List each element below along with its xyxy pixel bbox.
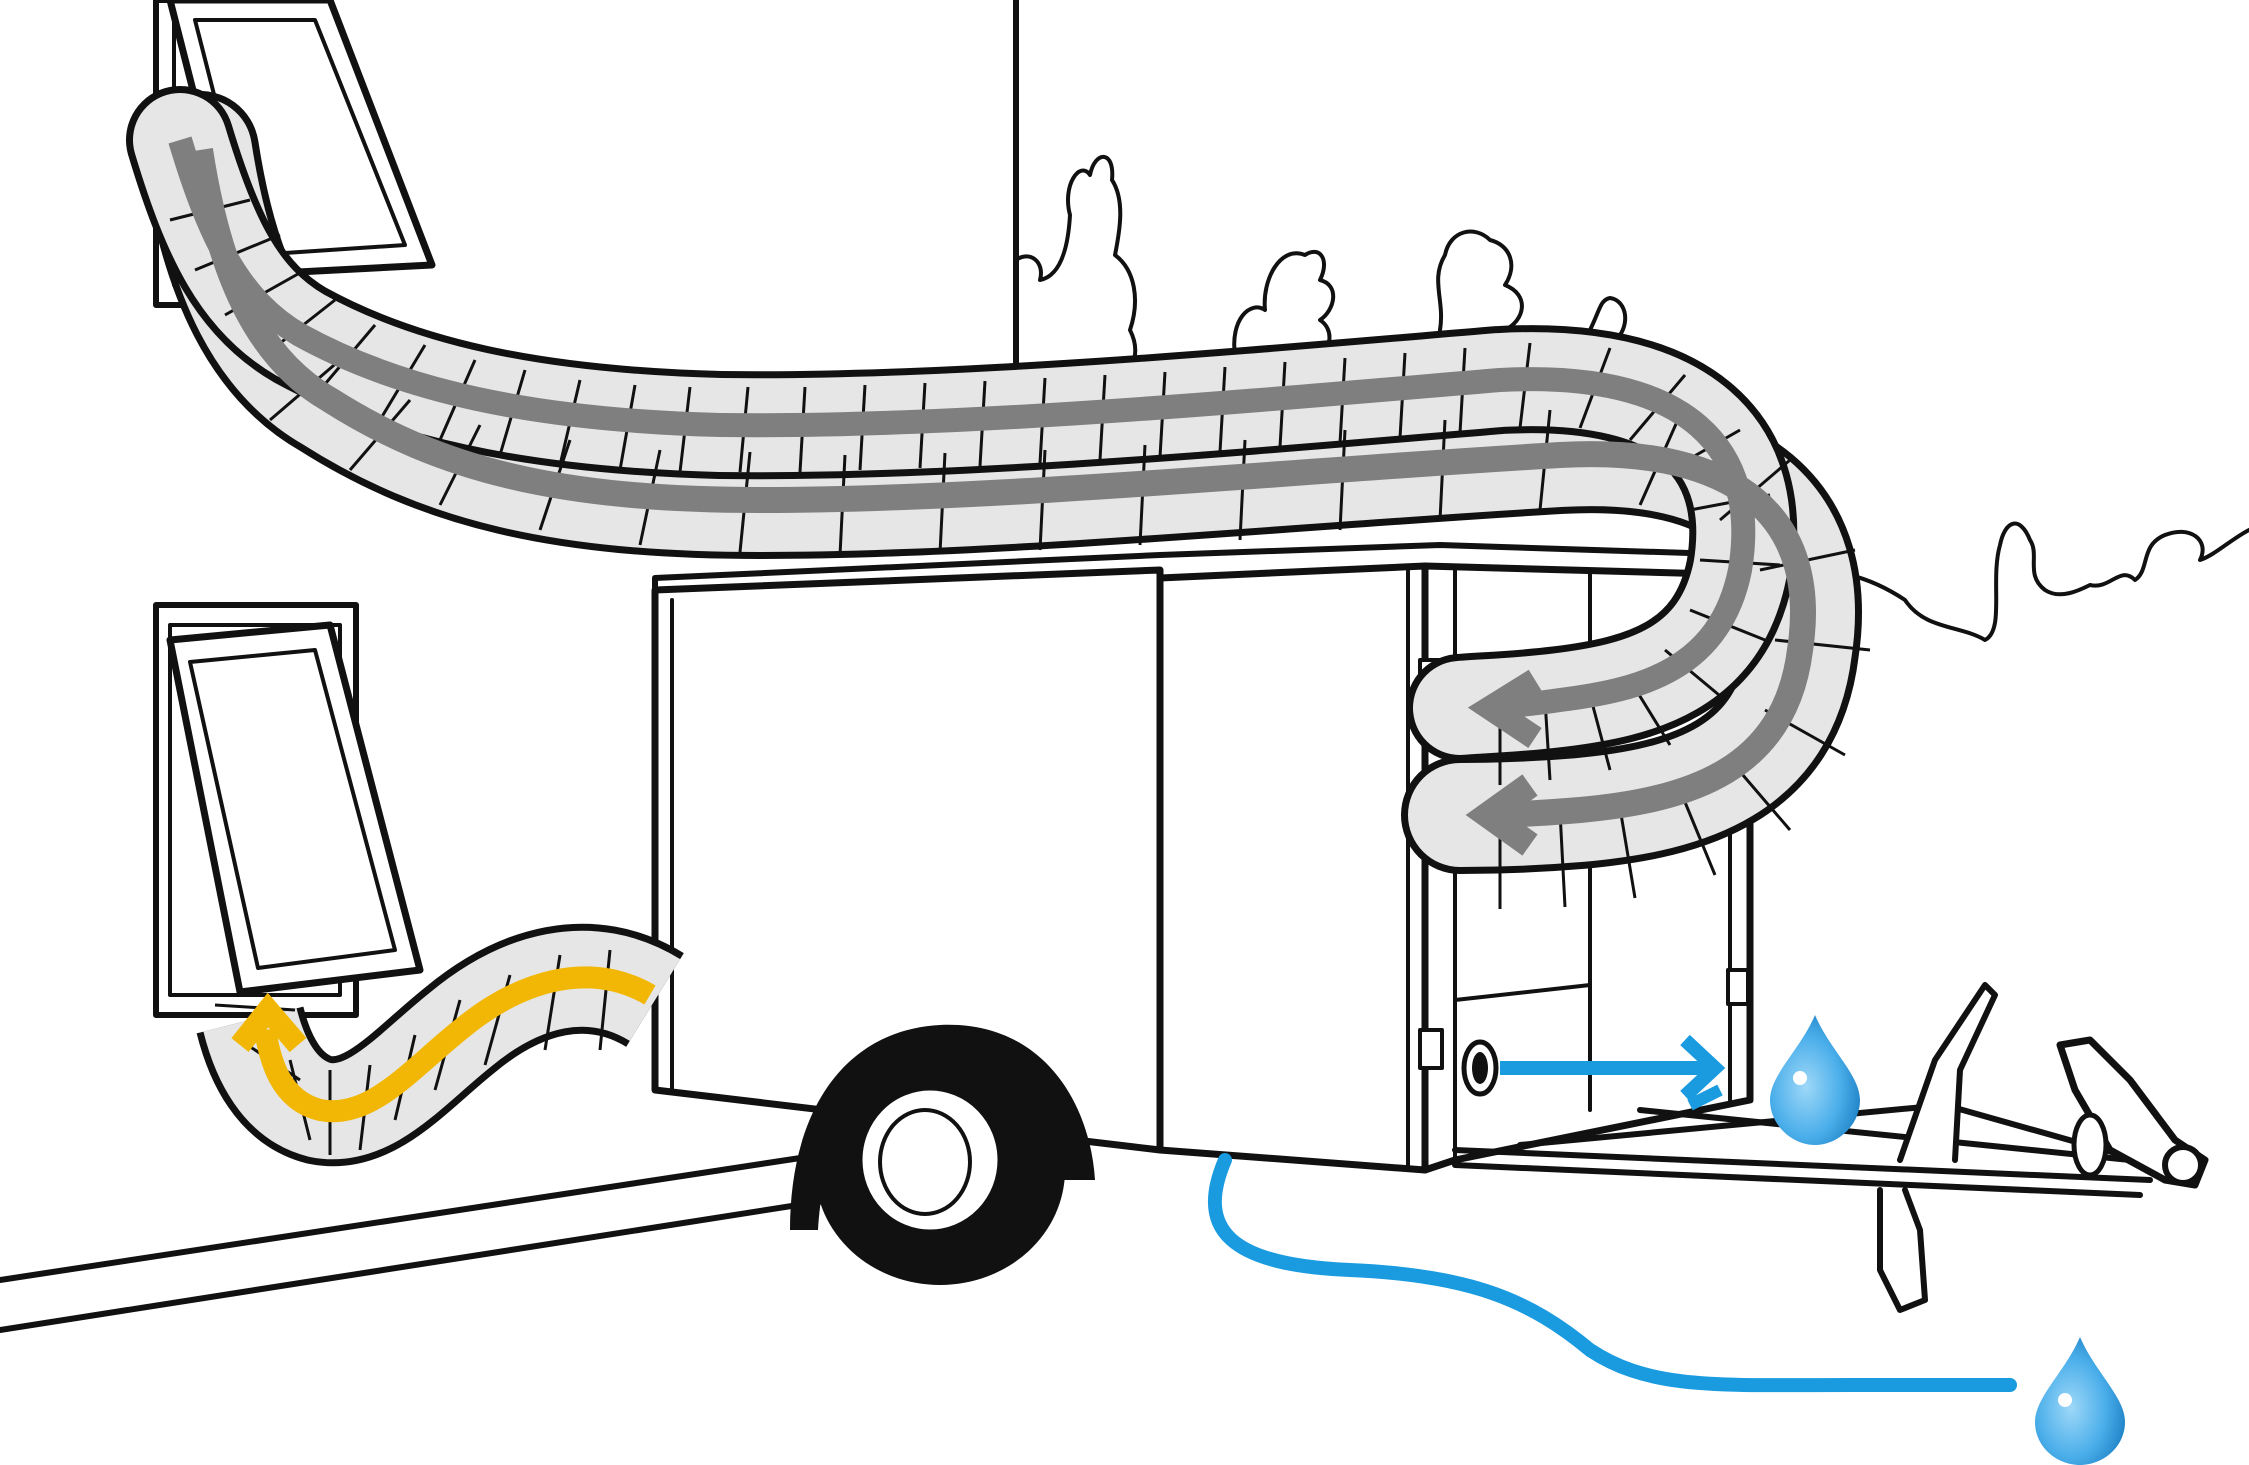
water-direction-arrow [1680,1034,1726,1102]
ground-lines [0,1152,833,1333]
upper-air-hose [126,86,1871,909]
air-direction-arrow-upper-1 [1467,669,1542,748]
lower-window [153,602,424,1018]
trailer-drawbar [1452,982,2209,1313]
background-trees [1014,154,2249,642]
trailer-wheel [790,1024,1095,1285]
water-flow [1208,1034,2017,1393]
water-drop-icon [1770,1015,1860,1145]
air-direction-arrow-upper-2 [1465,774,1538,856]
air-direction-arrow-lower [231,992,307,1053]
lower-air-hose [196,923,684,1167]
water-drop-icon [2035,1337,2125,1465]
